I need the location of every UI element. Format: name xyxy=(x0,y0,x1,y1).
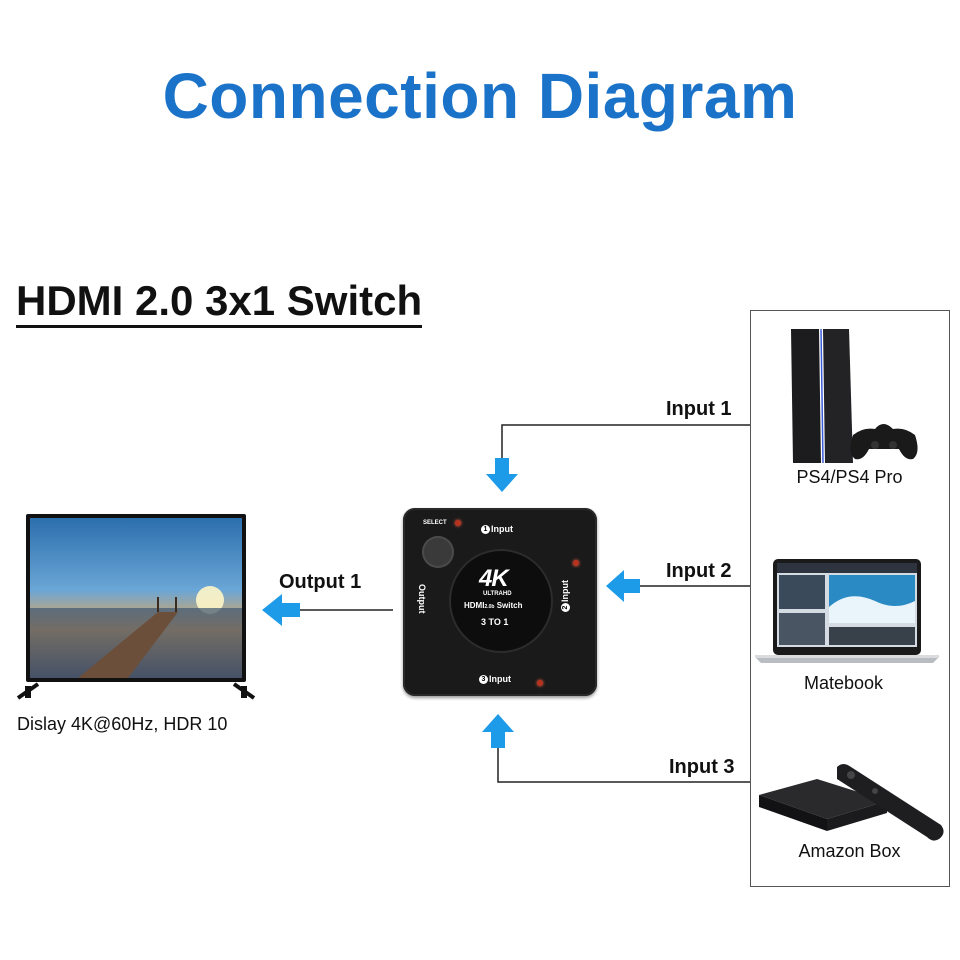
badge-4k: 4K xyxy=(479,565,509,592)
source-devices-panel: PS4/PS4 Pro Matebook Amazon Box xyxy=(750,310,950,887)
tv-icon xyxy=(16,514,256,700)
input-1-line xyxy=(501,424,750,470)
streaming-box-icon xyxy=(759,764,944,841)
input-2-arrow xyxy=(606,570,640,602)
badge-ratio: 3 TO 1 xyxy=(481,617,509,627)
select-button[interactable] xyxy=(422,536,454,568)
select-led xyxy=(455,520,461,526)
input-3-label: Input 3 xyxy=(669,756,735,778)
page-title: Connection Diagram xyxy=(162,60,798,132)
device-caption-laptop: Matebook xyxy=(803,673,884,693)
laptop-icon xyxy=(755,559,939,663)
device-caption-box: Amazon Box xyxy=(798,841,901,861)
input-1-label: Input 1 xyxy=(666,398,732,420)
tv-caption: Dislay 4K@60Hz, HDR 10 xyxy=(17,714,228,734)
input-1-arrow xyxy=(486,458,518,492)
output-port-label: Output xyxy=(417,584,427,614)
port-3-number: 3 xyxy=(479,675,488,685)
port-3-led xyxy=(537,680,543,686)
output-arrow xyxy=(262,594,300,626)
switch-badge: 4K ULTRAHD HDMI2.0b Switch 3 TO 1 xyxy=(451,551,551,651)
badge-model: HDMI2.0b Switch xyxy=(464,601,523,610)
port-2-number: 2 xyxy=(561,603,571,612)
port-2-label: 2Input xyxy=(560,580,571,612)
port-1-number: 1 xyxy=(481,525,490,535)
badge-ultrahd: ULTRAHD xyxy=(483,591,512,597)
input-3-line xyxy=(497,745,750,783)
select-label: SELECT xyxy=(423,520,447,526)
product-subtitle: HDMI 2.0 3x1 Switch xyxy=(16,278,423,329)
device-caption-ps4: PS4/PS4 Pro xyxy=(796,467,903,487)
game-console-icon xyxy=(791,328,918,464)
port-2-led xyxy=(573,560,579,566)
output-label: Output 1 xyxy=(279,571,362,593)
input-2-label: Input 2 xyxy=(666,560,732,582)
input-3-arrow xyxy=(482,714,514,748)
